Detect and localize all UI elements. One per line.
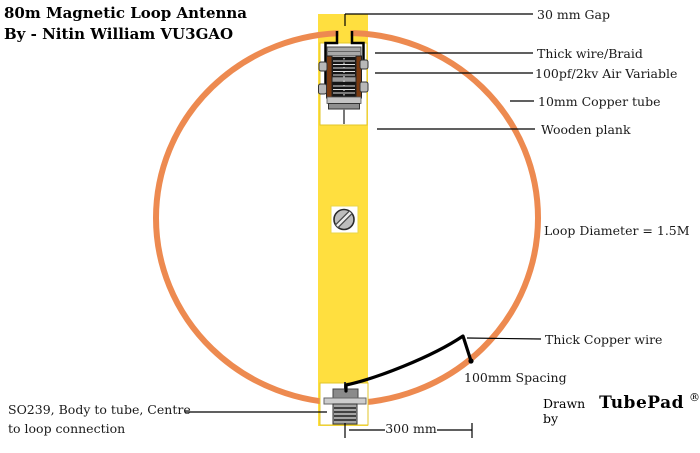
label-so239-line2: to loop connection (8, 421, 126, 436)
terminal-nut (318, 61, 328, 72)
copper-wire-leader (466, 337, 542, 340)
label-so239: SO239, Body to tube, Centre to loop conn… (8, 400, 191, 438)
diagram-title: 80m Magnetic Loop Antenna By - Nitin Wil… (4, 3, 247, 45)
label-braid: Thick wire/Braid (537, 46, 643, 61)
terminal-nut (318, 83, 327, 95)
label-capacitor: 100pf/2kv Air Variable (535, 66, 678, 81)
feed-copper-wire (344, 334, 473, 393)
label-spacing: 100mm Spacing (464, 370, 567, 385)
connector-threads (332, 403, 358, 425)
mounting-screw (333, 208, 355, 231)
label-diameter: Loop Diameter = 1.5M (544, 223, 690, 238)
title-line2: By - Nitin William VU3GAO (4, 25, 234, 43)
callout-lines (185, 13, 542, 438)
credit-prefix: Drawn by (543, 396, 586, 426)
feed-wire-tap-point (468, 358, 474, 364)
capacitor-left-rail (326, 55, 333, 99)
braid-right-wire (350, 31, 365, 64)
loop-gap (338, 27, 351, 39)
label-so239-line1: SO239, Body to tube, Centre (8, 402, 191, 417)
air-variable-capacitor (318, 46, 369, 124)
credit-brand: TubePad (599, 393, 684, 413)
connector-flange (323, 397, 367, 405)
title-line1: 80m Magnetic Loop Antenna (4, 4, 248, 22)
label-dimension-300mm: 300 mm (385, 421, 437, 436)
credit-line: Drawn by TubePad ® (543, 391, 700, 426)
label-plank: Wooden plank (541, 122, 631, 137)
label-copper-wire: Thick Copper wire (545, 332, 663, 347)
terminal-nut (359, 81, 369, 93)
label-tube: 10mm Copper tube (538, 94, 661, 109)
registered-trademark-icon: ® (689, 391, 700, 404)
label-gap: 30 mm Gap (537, 7, 610, 22)
terminal-nut (359, 59, 369, 70)
